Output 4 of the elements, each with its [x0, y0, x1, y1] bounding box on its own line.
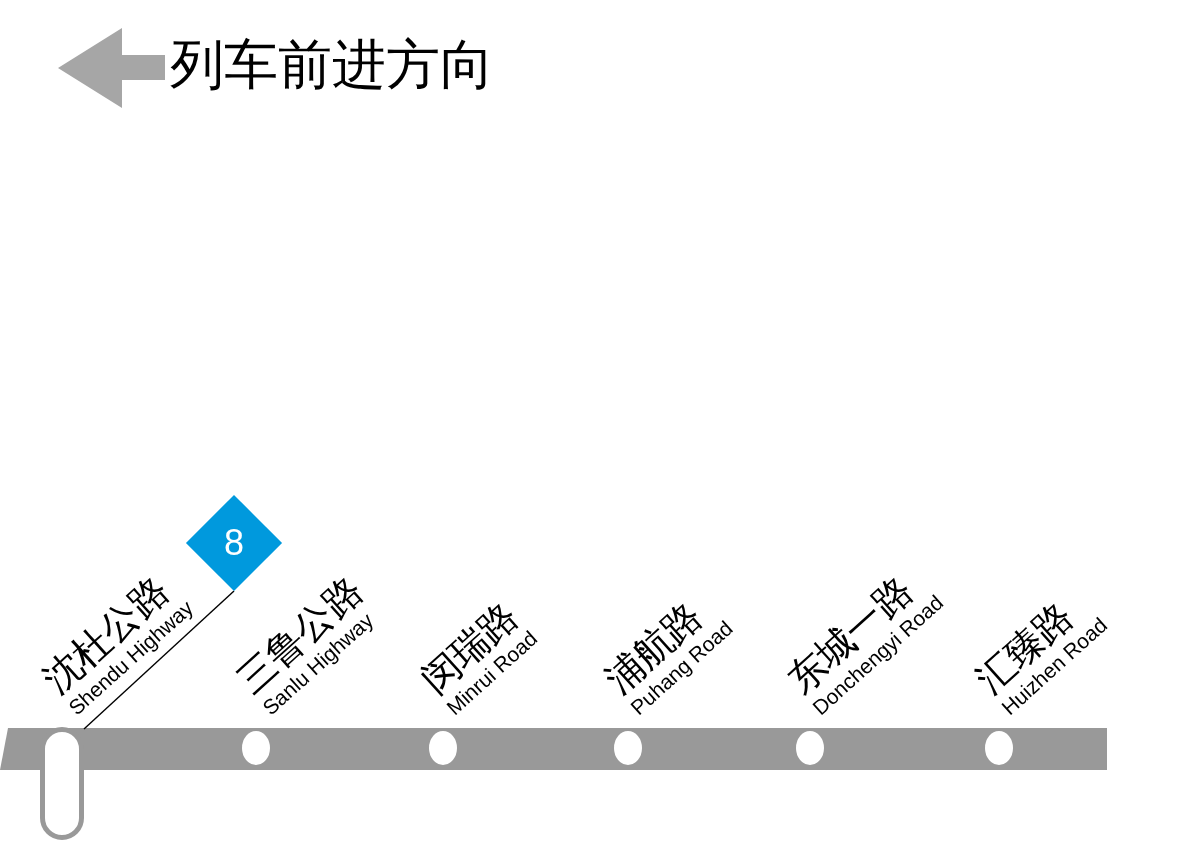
line-number-badge: 8	[185, 494, 283, 592]
leader-line	[83, 590, 235, 730]
terminal-station-marker	[40, 727, 84, 840]
direction-note: 列车前进方向	[170, 32, 494, 98]
